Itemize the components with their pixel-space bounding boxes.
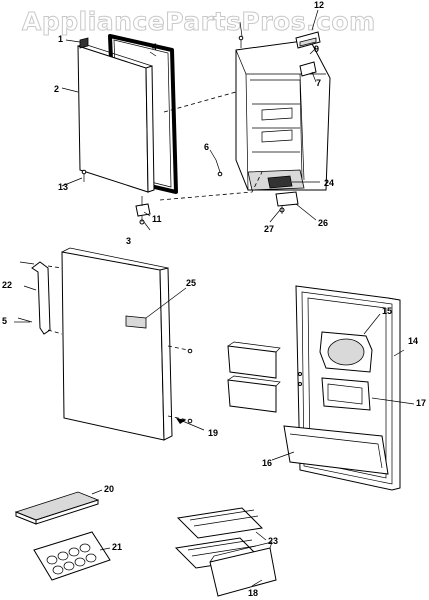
door-bin-lower	[227, 379, 277, 413]
door-liner-assembly	[227, 285, 401, 491]
callout-9: 9	[314, 44, 319, 54]
leader-lines	[14, 9, 415, 587]
callout-4: 4	[152, 42, 157, 52]
ice-tray-assembly	[174, 507, 277, 597]
freezer-cabinet-liner	[159, 31, 331, 214]
callout-18: 18	[248, 588, 258, 598]
callout-11: 11	[152, 214, 162, 224]
bottom-hinge-icon	[135, 203, 151, 217]
callout-6: 6	[204, 142, 209, 152]
callout-14: 14	[408, 336, 418, 346]
watermark-text: AppliancePartsPros.com	[22, 7, 376, 36]
callout-15: 15	[382, 306, 392, 316]
callout-27: 27	[264, 224, 274, 234]
egg-tray-assembly	[14, 491, 111, 581]
door-bin-large	[283, 425, 389, 475]
fresh-food-door-panel	[61, 251, 165, 441]
callout-13: 13	[58, 182, 68, 192]
ice-bin	[209, 547, 277, 597]
callout-1: 1	[58, 34, 63, 44]
callout-22: 22	[2, 280, 12, 290]
callout-17: 17	[416, 398, 426, 408]
callout-20: 20	[104, 484, 114, 494]
ice-tray-upper	[176, 507, 264, 539]
callout-12: 12	[314, 0, 324, 10]
callout-3: 3	[126, 236, 131, 246]
callout-26: 26	[318, 218, 328, 228]
callout-19: 19	[208, 428, 218, 438]
door-handle	[31, 261, 51, 335]
freezer-door-panel	[77, 45, 149, 193]
fresh-food-door-assembly	[17, 247, 193, 441]
callout-7: 7	[316, 78, 321, 88]
rating-label	[125, 315, 147, 329]
callout-2: 2	[54, 84, 59, 94]
callout-23: 23	[268, 536, 278, 546]
top-hinge-icon	[79, 37, 89, 49]
callout-24: 24	[324, 178, 334, 188]
freezer-door-assembly	[77, 34, 178, 225]
thermostat-housing	[275, 191, 299, 207]
callout-16: 16	[262, 458, 272, 468]
callout-25: 25	[186, 278, 196, 288]
door-bin-upper	[227, 345, 277, 379]
callout-5: 5	[2, 316, 7, 326]
callout-21: 21	[112, 542, 122, 552]
